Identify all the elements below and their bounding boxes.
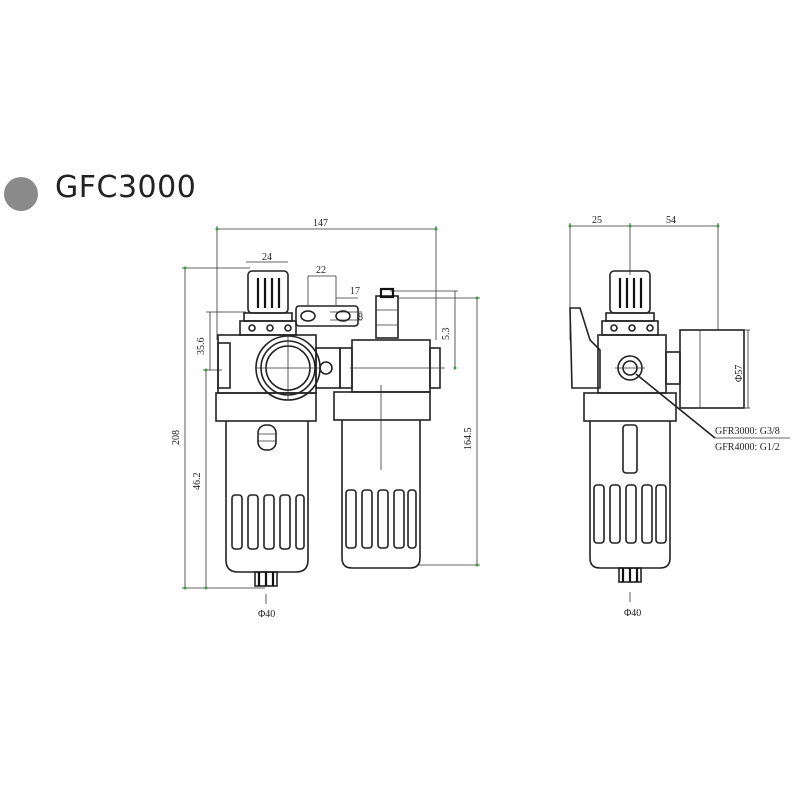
dim-knob-width: 24: [262, 252, 272, 263]
page-title: GFC3000: [55, 170, 197, 205]
dim-lub-height: 164.5: [463, 428, 474, 451]
dim-side-width-a: 25: [592, 215, 602, 226]
dim-drain-left: Φ40: [258, 609, 275, 620]
dim-bowl-height: 46.2: [192, 473, 203, 491]
dim-drain-right: Φ40: [624, 608, 641, 619]
dim-gauge-offset: 22: [316, 265, 326, 276]
dim-side-width-b: 54: [666, 215, 676, 226]
note-thread-gfr3000: GFR3000: G3/8: [715, 426, 780, 437]
dim-overall-height: 208: [171, 430, 182, 445]
dim-gauge-dia: Φ57: [734, 365, 745, 382]
note-thread-gfr4000: GFR4000: G1/2: [715, 442, 780, 453]
dim-small-a: 8: [358, 312, 363, 323]
front-view: 147 24 22 17 8 5.3 164.5 208 46.2: [171, 218, 480, 620]
dim-overall-width: 147: [313, 218, 328, 229]
title-bullet-icon: [4, 177, 38, 211]
side-view: 25 54 Φ57: [568, 215, 790, 619]
dim-port-width: 17: [350, 286, 360, 297]
dim-port-height: 35.6: [196, 338, 207, 356]
dim-small-b: 5.3: [441, 328, 452, 341]
